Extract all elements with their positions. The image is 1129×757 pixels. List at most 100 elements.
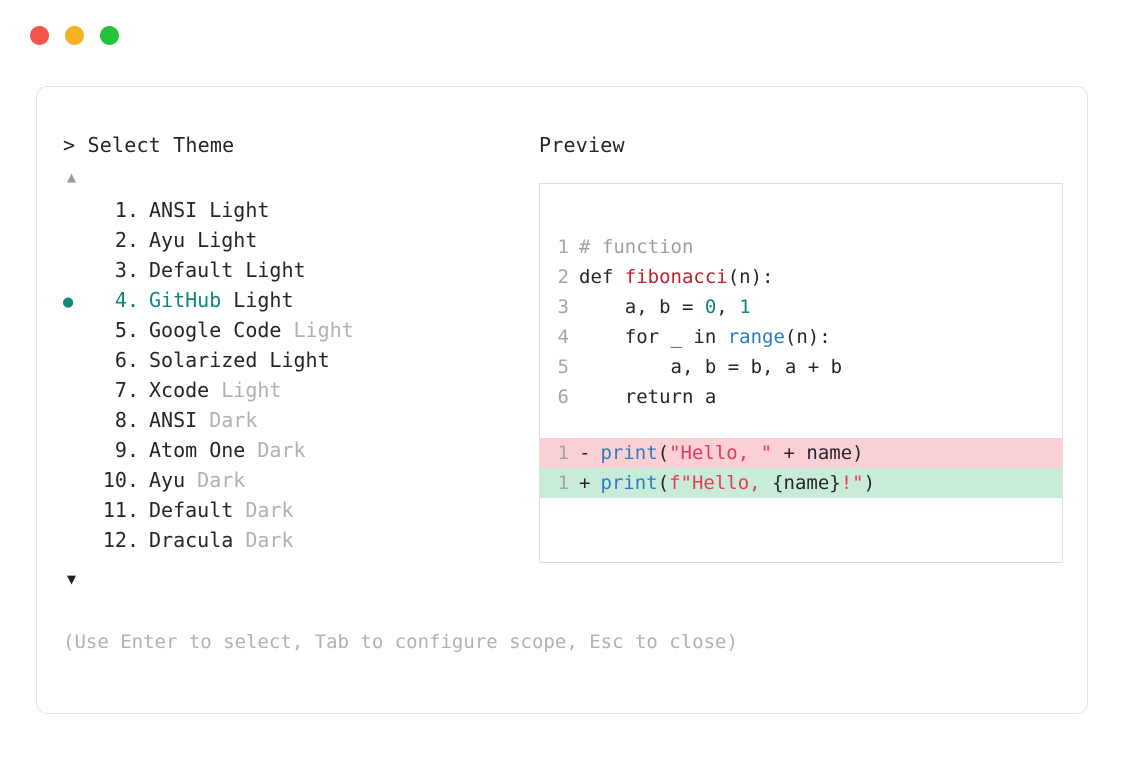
code-token: fibonacci xyxy=(624,266,728,288)
code-token: print xyxy=(600,442,658,464)
theme-list-item[interactable]: 1.ANSI Light xyxy=(63,195,533,225)
traffic-light-close[interactable] xyxy=(30,25,49,45)
theme-item-mode: Light xyxy=(221,378,282,402)
theme-item-label: ANSI Dark xyxy=(139,405,257,435)
theme-item-name: Xcode xyxy=(149,378,222,402)
theme-item-number: 12. xyxy=(102,528,139,552)
theme-item-number: 1. xyxy=(114,198,139,222)
code-line: 5 a, b = b, a + b xyxy=(540,352,1062,382)
code-token: !" xyxy=(840,472,864,494)
code-blank-line xyxy=(540,412,1062,438)
theme-item-name: Default xyxy=(149,258,246,282)
theme-item-number: 7. xyxy=(114,378,139,402)
code-token: def xyxy=(579,266,625,288)
theme-item-name: Solarized xyxy=(149,348,270,372)
theme-item-number: 5. xyxy=(114,318,139,342)
scroll-up-icon[interactable]: ▲ xyxy=(67,168,77,186)
theme-item-number: 11. xyxy=(102,498,139,522)
line-number: 1 xyxy=(557,472,569,494)
traffic-light-minimize[interactable] xyxy=(65,25,84,45)
theme-item-label: Ayu Dark xyxy=(139,465,245,495)
code-line: 6 return a xyxy=(540,382,1062,412)
window-titlebar xyxy=(0,0,1129,70)
code-line-text: print("Hello, " + name) xyxy=(600,438,863,468)
theme-item-label: Xcode Light xyxy=(139,375,281,405)
traffic-light-maximize[interactable] xyxy=(100,25,119,45)
code-token: + name) xyxy=(772,442,864,464)
code-token: a, b = xyxy=(579,296,705,318)
theme-item-mode: Dark xyxy=(209,408,258,432)
line-number: 5 xyxy=(557,356,569,378)
theme-item-mode: Light xyxy=(197,228,258,252)
theme-item-number: 8. xyxy=(114,408,139,432)
code-token: 1 xyxy=(739,296,751,318)
code-line-text: def fibonacci(n): xyxy=(579,262,773,292)
line-number: 4 xyxy=(557,326,569,348)
code-token: {name} xyxy=(772,472,841,494)
code-token: f"Hello, xyxy=(669,472,773,494)
theme-item-label: ANSI Light xyxy=(139,195,269,225)
theme-item-mode: Light xyxy=(233,288,294,312)
theme-list-item[interactable]: 5.Google Code Light xyxy=(63,315,533,345)
theme-list-item[interactable]: ● 4.GitHub Light xyxy=(63,285,533,315)
theme-list-item[interactable]: 2.Ayu Light xyxy=(63,225,533,255)
theme-item-label: Dracula Dark xyxy=(139,525,294,555)
theme-item-name: Google Code xyxy=(149,318,294,342)
theme-item-mode: Light xyxy=(209,198,270,222)
code-line: 3 a, b = 0, 1 xyxy=(540,292,1062,322)
code-line-text: for _ in range(n): xyxy=(579,322,831,352)
theme-item-mode: Light xyxy=(269,348,330,372)
theme-item-label: Atom One Dark xyxy=(139,435,306,465)
theme-item-label: Solarized Light xyxy=(139,345,330,375)
theme-list-item[interactable]: 9.Atom One Dark xyxy=(63,435,533,465)
code-token: ) xyxy=(863,472,876,494)
theme-list-item[interactable]: 3.Default Light xyxy=(63,255,533,285)
code-token: a, b = b, a + b xyxy=(579,356,843,378)
theme-list-item[interactable]: 6.Solarized Light xyxy=(63,345,533,375)
theme-item-number: 4. xyxy=(114,288,139,312)
theme-item-number: 9. xyxy=(114,438,139,462)
theme-list-item[interactable]: 11.Default Dark xyxy=(63,495,533,525)
theme-item-number: 6. xyxy=(114,348,139,372)
code-token: , xyxy=(716,296,740,318)
code-line-text: a, b = b, a + b xyxy=(579,352,843,382)
theme-list-item[interactable]: 12.Dracula Dark xyxy=(63,525,533,555)
code-line-text: # function xyxy=(579,232,693,262)
selected-bullet-icon: ● xyxy=(63,292,74,312)
theme-item-number: 3. xyxy=(114,258,139,282)
theme-item-name: Ayu xyxy=(149,468,198,492)
theme-item-label: Default Light xyxy=(139,255,306,285)
theme-item-name: Ayu xyxy=(149,228,198,252)
keyboard-hint: (Use Enter to select, Tab to configure s… xyxy=(63,631,738,653)
theme-item-label: Google Code Light xyxy=(139,315,354,345)
theme-list-item[interactable]: 10.Ayu Dark xyxy=(63,465,533,495)
code-token: return a xyxy=(579,386,717,408)
theme-item-label: Default Dark xyxy=(139,495,294,525)
theme-item-mode: Dark xyxy=(245,528,294,552)
line-number: 6 xyxy=(557,386,569,408)
theme-list-item[interactable]: 8.ANSI Dark xyxy=(63,405,533,435)
code-token: ( xyxy=(657,442,670,464)
select-theme-heading: > Select Theme xyxy=(63,133,235,157)
theme-item-name: ANSI xyxy=(149,198,210,222)
theme-item-mode: Light xyxy=(245,258,306,282)
line-number: 1 xyxy=(557,236,569,258)
theme-item-label: Ayu Light xyxy=(139,225,257,255)
line-number: 1 xyxy=(557,442,569,464)
theme-item-mode: Dark xyxy=(245,498,294,522)
code-token: (n): xyxy=(784,326,831,348)
theme-item-label: GitHub Light xyxy=(139,285,294,315)
code-token: "Hello, " xyxy=(669,442,773,464)
code-line: 1 # function xyxy=(540,232,1062,262)
diff-line-minus: 1-print("Hello, " + name) xyxy=(540,438,1062,468)
theme-list-item[interactable]: 7.Xcode Light xyxy=(63,375,533,405)
code-token: 0 xyxy=(704,296,717,318)
theme-item-name: ANSI xyxy=(149,408,210,432)
scroll-down-icon[interactable]: ▼ xyxy=(67,570,77,588)
theme-item-name: Dracula xyxy=(149,528,246,552)
